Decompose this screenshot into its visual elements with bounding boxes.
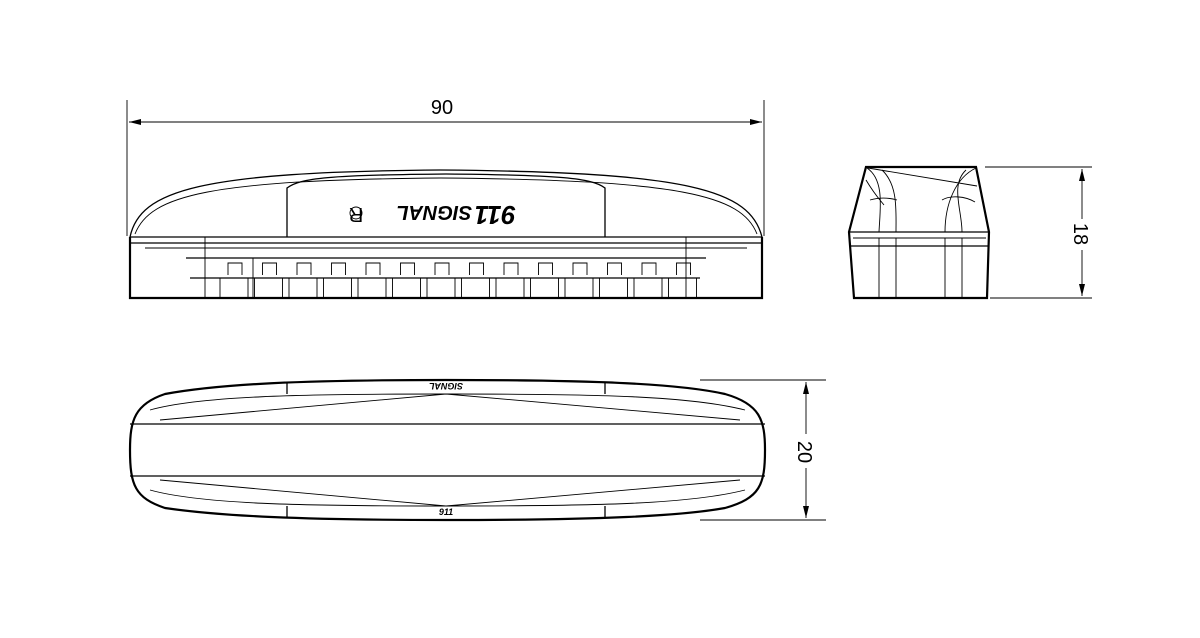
fin-tooth: [219, 262, 249, 298]
top-logo-upper: SIGNAL: [429, 381, 463, 391]
width-label: 90: [431, 97, 453, 119]
fin-tooth: [461, 262, 490, 298]
side-view: 18: [847, 165, 1092, 300]
fin-tooth: [633, 262, 663, 298]
fin-tooth: [288, 262, 318, 298]
fin-tooth: [530, 262, 559, 298]
fin-tooth: [668, 262, 697, 298]
fin-tooth: [495, 262, 525, 298]
top-logo-lower: 911: [439, 507, 453, 517]
logo-mirrored: 911 SIGNAL R: [349, 200, 516, 230]
height-label: 18: [1069, 223, 1091, 245]
front-view: 911 SIGNAL R: [128, 169, 764, 300]
fin-tooth: [357, 262, 387, 298]
fin-tooth: [392, 262, 421, 298]
fin-teeth: [190, 262, 700, 298]
logo-word: SIGNAL: [396, 201, 472, 223]
width-dimension: 90: [126, 97, 765, 236]
fin-tooth: [426, 262, 456, 298]
fin-tooth: [254, 262, 283, 298]
fin-tooth: [323, 262, 352, 298]
depth-label: 20: [793, 441, 815, 463]
registered-mark: R: [349, 203, 363, 225]
fin-tooth: [599, 262, 628, 298]
logo-number: 911: [475, 200, 516, 230]
top-view: SIGNAL 911 20: [128, 378, 826, 522]
fin-tooth: [564, 262, 594, 298]
